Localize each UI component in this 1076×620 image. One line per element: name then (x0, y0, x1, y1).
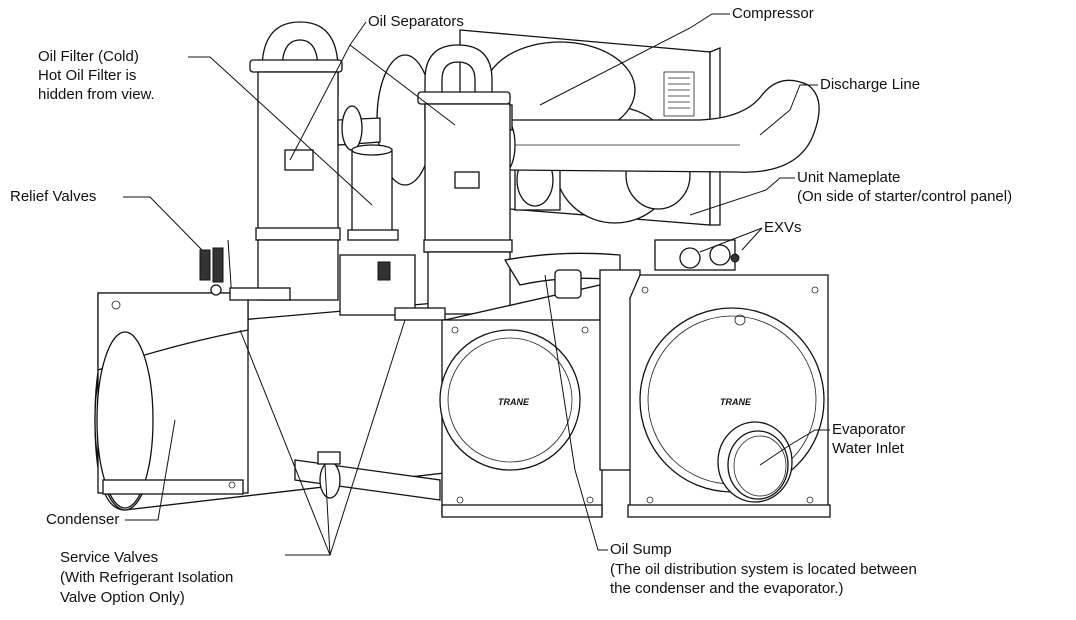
condenser-shell (94, 292, 471, 511)
label-evaporator-water-inlet-line1: Evaporator (832, 421, 905, 438)
label-exvs: EXVs (764, 219, 802, 236)
label-evaporator-water-inlet-line2: Water Inlet (832, 440, 905, 457)
label-service-valves-line3: Valve Option Only) (60, 589, 185, 606)
relief-valves (199, 239, 233, 301)
oil-separator-left (249, 21, 381, 301)
label-oil-sump-line1: Oil Sump (610, 541, 672, 558)
callout-labels: Oil Separators Compressor Oil Filter (Co… (10, 5, 1012, 606)
label-service-valves-line2: (With Refrigerant Isolation (60, 569, 233, 586)
label-unit-nameplate-line1: Unit Nameplate (797, 169, 900, 186)
label-discharge-line: Discharge Line (820, 76, 920, 93)
label-oil-sump-line2: (The oil distribution system is located … (610, 561, 917, 578)
service-valve-assembly (229, 254, 446, 501)
evaporator-water-inlet (717, 421, 793, 503)
leader-lines (123, 13, 830, 556)
oil-separator-right (417, 44, 513, 315)
label-oil-separators: Oil Separators (368, 13, 464, 30)
label-compressor: Compressor (732, 5, 814, 22)
trane-logo-right: TRANE (720, 397, 752, 407)
label-oil-filter-line1: Oil Filter (Cold) (38, 48, 139, 65)
oil-filter-cold (347, 144, 399, 241)
label-unit-nameplate-line2: (On side of starter/control panel) (797, 188, 1012, 205)
label-oil-filter-line2: Hot Oil Filter is (38, 67, 136, 84)
label-service-valves-line1: Service Valves (60, 549, 158, 566)
chiller-drawing: TRANE TRANE (94, 21, 831, 518)
label-relief-valves: Relief Valves (10, 188, 96, 205)
label-oil-sump-line3: the condenser and the evaporator.) (610, 580, 844, 597)
label-oil-filter-line3: hidden from view. (38, 86, 155, 103)
trane-logo-left: TRANE (498, 397, 530, 407)
label-condenser: Condenser (46, 511, 119, 528)
evaporator-endplate-left: TRANE (439, 284, 603, 518)
